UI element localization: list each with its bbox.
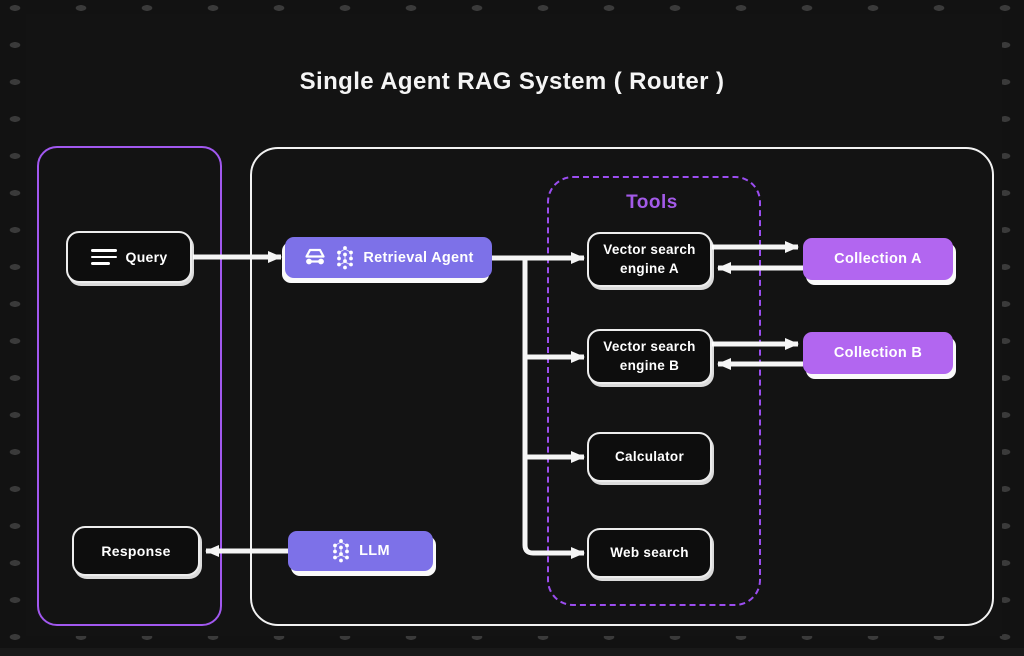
collection-b-label: Collection B <box>833 345 923 361</box>
response-label: Response <box>101 542 171 559</box>
calculator-label: Calculator <box>614 448 685 464</box>
query-node: Query <box>66 231 192 283</box>
neural-network-icon <box>331 538 351 564</box>
collection-b-node: Collection B <box>803 332 953 374</box>
collection-a-node: Collection A <box>803 238 953 280</box>
agent-system-container <box>250 147 994 626</box>
client-group-container <box>37 146 222 626</box>
web-search-node: Web search <box>587 528 712 578</box>
llm-label: LLM <box>359 543 390 559</box>
web-search-label: Web search <box>610 544 689 560</box>
collection-a-label: Collection A <box>834 251 922 267</box>
llm-node: LLM <box>288 531 433 571</box>
vector-search-engine-b-label: Vector search engine B <box>603 339 696 373</box>
vector-search-engine-a-node: Vector search engine A <box>587 232 712 287</box>
menu-lines-icon <box>90 249 117 265</box>
page-title: Single Agent RAG System ( Router ) <box>299 68 725 96</box>
calculator-node: Calculator <box>587 432 712 482</box>
bottom-strip <box>0 648 1024 656</box>
tools-group-title: Tools <box>626 192 678 213</box>
query-label: Query <box>125 248 168 265</box>
response-node: Response <box>72 526 200 576</box>
retrieval-agent-node: Retrieval Agent <box>285 237 492 278</box>
vector-search-engine-b-node: Vector search engine B <box>587 329 712 384</box>
car-agent-icon <box>303 248 327 267</box>
retrieval-agent-label: Retrieval Agent <box>363 249 474 266</box>
neural-network-icon <box>335 245 355 271</box>
vector-search-engine-a-label: Vector search engine A <box>603 242 696 276</box>
